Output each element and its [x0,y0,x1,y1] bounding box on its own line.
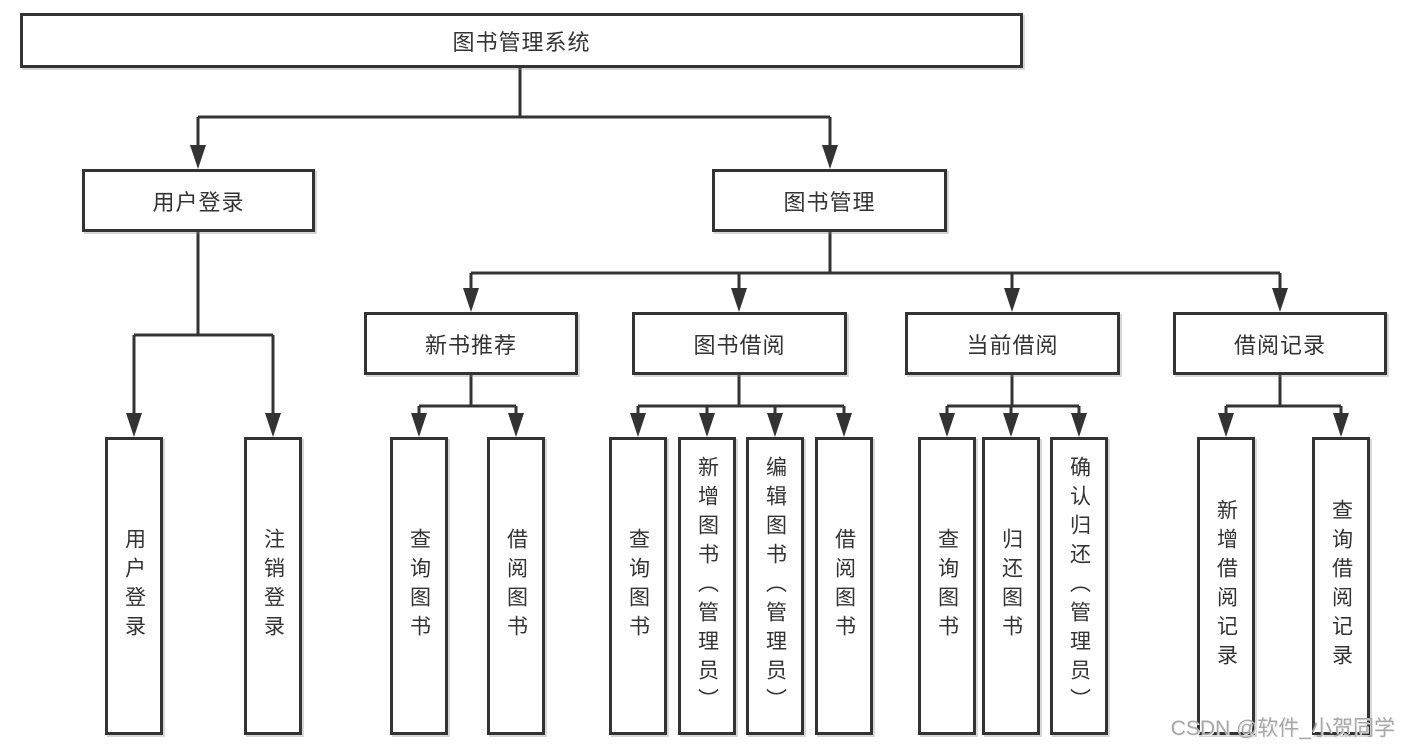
arrow-down-icon [265,413,281,437]
node-leaf-query-books-3: 查询图书 [918,437,976,735]
arrow-down-icon [767,413,783,437]
node-current-borrowing: 当前借阅 [905,312,1120,375]
arrow-down-icon [1004,288,1020,312]
arrow-down-icon [836,413,852,437]
arrow-down-icon [822,145,838,169]
connector-userlogin-drops [132,335,275,418]
node-leaf-query-borrow-record: 查询借阅记录 [1312,437,1370,735]
arrow-down-icon [508,413,524,437]
arrow-down-icon [1003,413,1019,437]
node-leaf-query-books-2: 查询图书 [609,437,667,735]
arrow-down-icon [699,413,715,437]
arrowheads [126,145,1349,437]
node-user-login: 用户登录 [82,169,315,232]
csdn-watermark: CSDN @软件_小贺同学 [1170,717,1395,740]
arrow-down-icon [630,413,646,437]
connector-lines [132,68,1343,418]
arrow-down-icon [411,413,427,437]
node-leaf-query-books-1: 查询图书 [390,437,448,735]
connector-level3-drops [469,273,1282,293]
connector-records-drops [1224,406,1343,418]
node-borrowing-records: 借阅记录 [1173,312,1387,375]
node-leaf-user-login: 用户登录 [105,437,163,735]
connector-newbook-drops [417,406,518,418]
node-leaf-borrow-books-1: 借阅图书 [487,437,545,735]
arrow-down-icon [126,413,142,437]
node-leaf-add-borrow-record: 新增借阅记录 [1197,437,1255,735]
arrow-down-icon [1272,288,1288,312]
node-book-management: 图书管理 [712,169,947,232]
arrow-down-icon [939,413,955,437]
arrow-down-icon [463,288,479,312]
connector-borrow-drops [636,406,846,418]
node-new-book-recommendation: 新书推荐 [364,312,578,375]
node-leaf-logout: 注销登录 [244,437,302,735]
node-leaf-confirm-return-admin: 确认归还（管理员） [1050,437,1108,735]
node-leaf-borrow-books-2: 借阅图书 [815,437,873,735]
arrow-down-icon [731,288,747,312]
node-leaf-edit-books-admin: 编辑图书（管理员） [746,437,804,735]
arrow-down-icon [190,145,206,169]
node-book-borrowing: 图书借阅 [632,312,847,375]
arrow-down-icon [1333,413,1349,437]
arrow-down-icon [1071,413,1087,437]
node-library-management-system: 图书管理系统 [20,13,1023,68]
node-leaf-add-books-admin: 新增图书（管理员） [678,437,736,735]
node-leaf-return-books: 归还图书 [982,437,1040,735]
arrow-down-icon [1218,413,1234,437]
